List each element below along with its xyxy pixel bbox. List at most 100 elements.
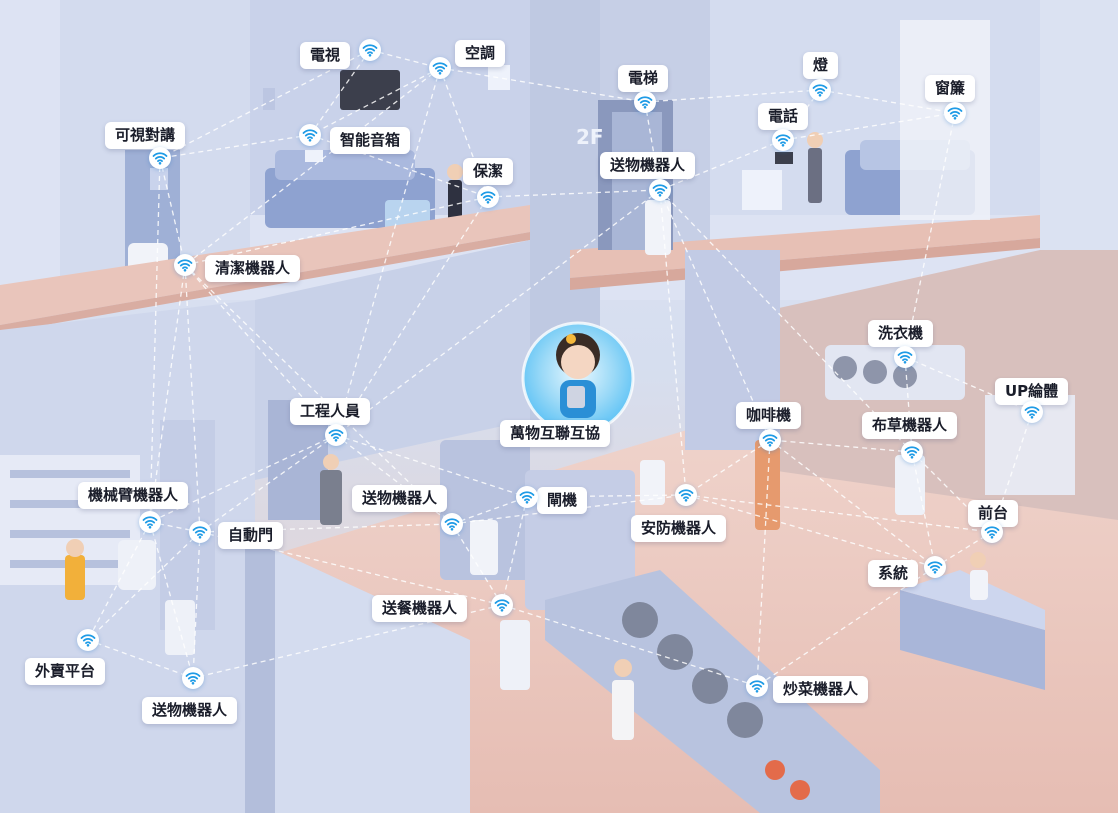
connection-line-aircon-smart_speaker <box>309 67 441 136</box>
wifi-icon <box>649 179 671 201</box>
connection-line-video_intercom-cleaning_robot <box>159 157 186 266</box>
kitchen <box>545 570 880 813</box>
wifi-icon <box>149 147 171 169</box>
connection-line-delivery_robot_lobby-food_robot <box>451 523 503 606</box>
connection-line-cleaner-engineer <box>335 196 489 436</box>
wifi-icon <box>894 346 916 368</box>
connection-line-auto_door-delivery_robot_bottom <box>192 531 201 679</box>
connection-line-washing_machine-linen_robot <box>904 356 913 453</box>
connection-line-delivery_robot_2f-security_robot <box>659 189 687 496</box>
connection-line-cleaning_robot-delivery_robot_lobby <box>184 264 453 525</box>
connection-line-auto_door-food_robot <box>199 531 503 606</box>
connection-line-cleaner-delivery_robot_2f <box>487 189 661 198</box>
wifi-icon <box>189 521 211 543</box>
wifi-icon <box>325 424 347 446</box>
wifi-icon <box>901 441 923 463</box>
hub-label: 萬物互聯互協 <box>500 420 611 447</box>
wifi-icon <box>359 39 381 61</box>
node-label-light: 燈 <box>803 52 839 79</box>
wifi-icon <box>1021 401 1043 423</box>
connection-line-takeout_platform-delivery_robot_bottom <box>87 639 194 679</box>
node-label-up-body: UP綸體 <box>995 378 1069 405</box>
node-label-engineer: 工程人員 <box>290 398 371 425</box>
connection-line-delivery_robot_2f-engineer <box>335 189 661 436</box>
wifi-icon <box>675 484 697 506</box>
connection-line-auto_door-delivery_robot_lobby <box>199 523 453 533</box>
node-label-tv: 電視 <box>300 42 351 69</box>
connection-line-delivery_robot_2f-linen_robot <box>659 189 913 453</box>
wifi-icon <box>429 57 451 79</box>
connection-line-tv-aircon <box>369 49 441 69</box>
connection-line-light-curtain <box>819 89 956 114</box>
node-label-food-robot: 送餐機器人 <box>372 595 468 622</box>
connection-line-arm_robot-takeout_platform <box>87 521 151 641</box>
node-label-auto-door: 自動門 <box>218 522 284 549</box>
connection-line-delivery_robot_2f-coffee_machine <box>659 189 771 441</box>
wifi-icon <box>491 594 513 616</box>
connection-line-cleaning_robot-arm_robot <box>149 264 186 523</box>
wifi-icon <box>441 513 463 535</box>
node-label-cleaning-robot: 清潔機器人 <box>205 255 301 282</box>
node-label-security-robot: 安防機器人 <box>631 515 727 542</box>
storage-area <box>0 420 215 655</box>
node-label-cleaner: 保潔 <box>463 158 514 185</box>
connection-line-linen_robot-coffee_machine <box>769 439 913 453</box>
floor-sign: 2F <box>576 125 604 149</box>
node-label-delivery-robot-bottom: 送物機器人 <box>142 697 238 724</box>
wifi-icon <box>299 124 321 146</box>
connection-line-up_body-front_desk <box>991 411 1033 533</box>
node-label-elevator: 電梯 <box>618 65 669 92</box>
node-label-video-intercom: 可視對講 <box>105 122 186 149</box>
wifi-icon <box>772 129 794 151</box>
node-label-coffee-machine: 咖啡機 <box>736 402 802 429</box>
connection-line-elevator-light <box>644 89 821 103</box>
connection-line-smart_speaker-video_intercom <box>159 134 311 159</box>
node-label-takeout-platform: 外賣平台 <box>25 658 106 685</box>
connection-line-delivery_robot_lobby-gate <box>451 496 528 525</box>
lobby-center <box>245 400 780 813</box>
node-label-phone: 電話 <box>758 103 809 130</box>
node-label-delivery-robot-lobby: 送物機器人 <box>352 485 448 512</box>
connection-line-phone-delivery_robot_2f <box>659 139 784 191</box>
connection-line-auto_door-takeout_platform <box>87 531 201 641</box>
wifi-icon <box>981 521 1003 543</box>
node-label-curtain: 窗簾 <box>925 75 976 102</box>
connection-line-food_robot-delivery_robot_bottom <box>192 604 503 679</box>
connection-line-engineer-auto_door <box>199 434 337 533</box>
wifi-icon <box>809 79 831 101</box>
wifi-icon <box>759 429 781 451</box>
service-area <box>825 345 1075 690</box>
wifi-icon <box>139 511 161 533</box>
hub-avatar <box>521 321 635 435</box>
wifi-icon <box>944 102 966 124</box>
node-label-delivery-robot-2f: 送物機器人 <box>600 152 696 179</box>
connection-line-engineer-gate <box>335 434 528 498</box>
connection-line-gate-food_robot <box>501 496 528 606</box>
wifi-icon <box>634 91 656 113</box>
node-label-linen-robot: 布草機器人 <box>862 412 958 439</box>
node-label-arm-robot: 機械臂機器人 <box>78 482 189 509</box>
connection-line-aircon-engineer <box>335 67 441 436</box>
node-label-gate: 閘機 <box>537 487 588 514</box>
connection-line-security_robot-front_desk <box>685 494 993 533</box>
wifi-icon <box>924 556 946 578</box>
connection-line-curtain-washing_machine <box>904 112 956 358</box>
wifi-icon <box>182 667 204 689</box>
connection-line-security_robot-system <box>685 494 936 568</box>
node-label-cooking-robot: 炒菜機器人 <box>773 676 869 703</box>
wifi-icon <box>516 486 538 508</box>
connection-line-aircon-elevator <box>439 67 646 103</box>
wifi-icon <box>77 629 99 651</box>
node-label-smart-speaker: 智能音箱 <box>330 127 411 154</box>
node-label-aircon: 空調 <box>455 40 506 67</box>
wifi-icon <box>174 254 196 276</box>
node-label-washing-machine: 洗衣機 <box>868 320 934 347</box>
connection-lines <box>87 49 1033 687</box>
connection-line-cleaner-cleaning_robot <box>184 196 489 266</box>
connection-line-linen_robot-system <box>911 451 936 568</box>
wifi-icon <box>477 186 499 208</box>
connection-line-coffee_machine-security_robot <box>685 439 771 496</box>
node-label-system: 系統 <box>868 560 919 587</box>
connection-line-phone-curtain <box>782 112 956 141</box>
